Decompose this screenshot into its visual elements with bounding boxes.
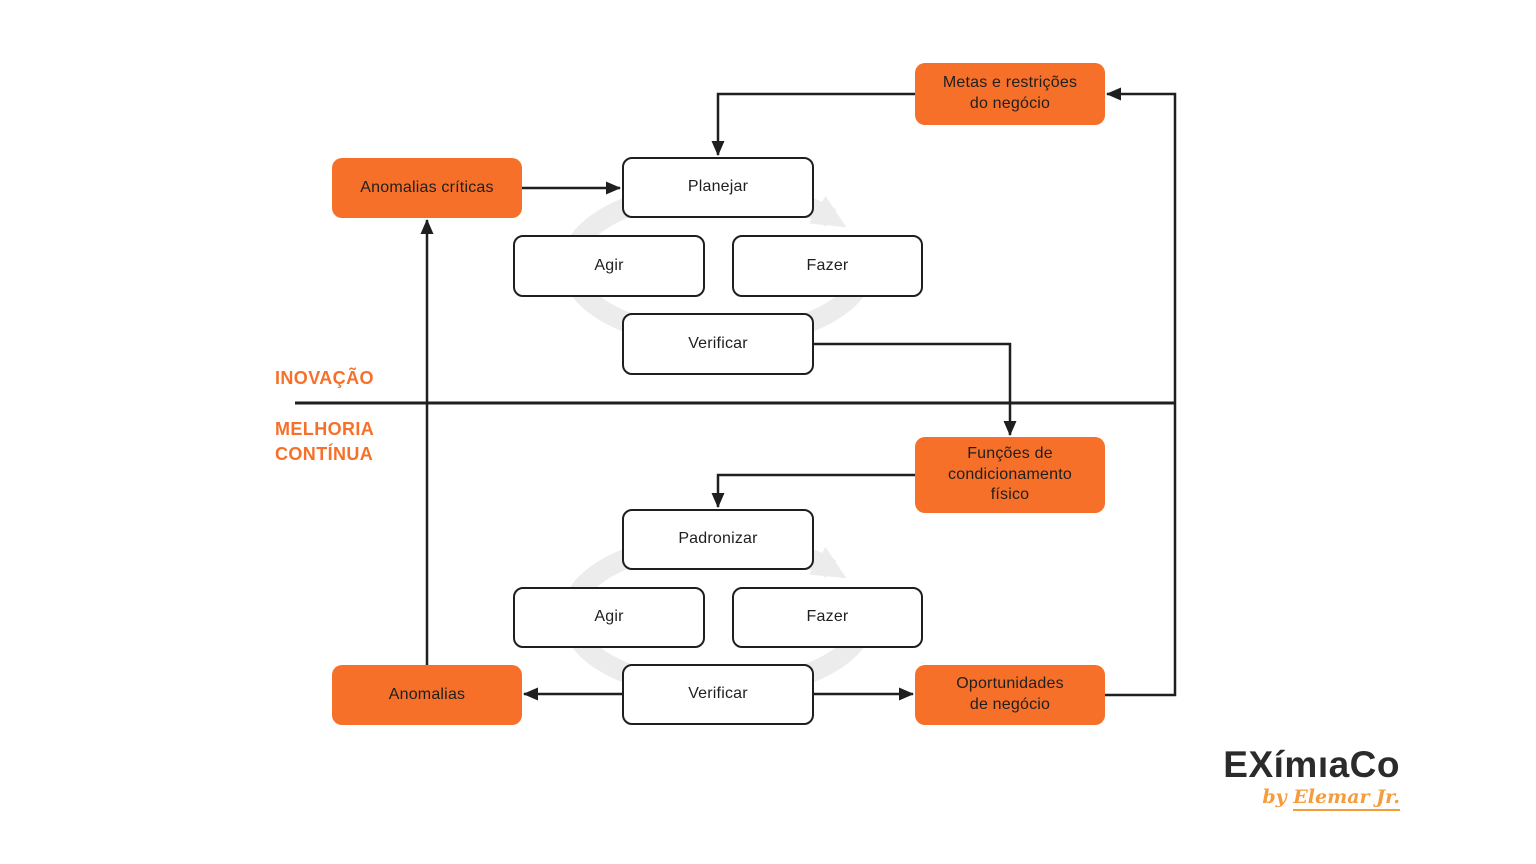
fazer-bottom-label: Fazer: [806, 608, 849, 626]
funcoes-label-line3: físico: [990, 486, 1030, 504]
padronizar-box: Padronizar: [622, 509, 814, 570]
planejar-label: Planejar: [687, 178, 749, 196]
fazer-bottom-box: Fazer: [732, 587, 923, 648]
arrow-metas-to-planejar: [711, 92, 915, 156]
verificar-top-label: Verificar: [688, 334, 748, 352]
arrow-oportunidades-to-metas: [1105, 87, 1177, 697]
funcoes-label-line1: Funções de: [967, 444, 1053, 462]
verificar-bottom-label: Verificar: [688, 685, 748, 703]
eximiaco-byline: by Elemar Jr.: [1223, 785, 1400, 811]
melhoria-label-line1: MELHORIA: [275, 419, 375, 439]
padronizar-label: Padronizar: [678, 530, 758, 548]
anomalias-label: Anomalias: [388, 685, 466, 703]
verificar-bottom-box: Verificar: [622, 664, 814, 725]
agir-bottom-label: Agir: [594, 608, 624, 626]
inovacao-label: INOVAÇÃO: [275, 368, 374, 388]
eximiaco-logo: EXímıaCo by Elemar Jr.: [1223, 744, 1400, 811]
melhoria-label-line2: CONTÍNUA: [275, 444, 374, 464]
anomalias-criticas-label: Anomalias críticas: [360, 178, 494, 196]
metas-restricoes-label-line1: Metas e restrições: [942, 74, 1078, 92]
anomalias-box: Anomalias: [332, 665, 522, 725]
planejar-box: Planejar: [622, 157, 814, 218]
fazer-top-label: Fazer: [806, 256, 849, 274]
anomalias-criticas-box: Anomalias críticas: [332, 158, 522, 218]
agir-bottom-box: Agir: [513, 587, 705, 648]
oportunidades-label-line2: de negócio: [969, 696, 1051, 713]
verificar-top-box: Verificar: [622, 313, 814, 375]
metas-restricoes-label-line2: do negócio: [969, 95, 1051, 112]
arrow-funcoes-to-padronizar: [711, 473, 915, 508]
byline-author-text: Elemar Jr.: [1293, 785, 1400, 811]
agir-top-box: Agir: [513, 235, 705, 297]
byline-by-text: by: [1262, 785, 1287, 808]
arrow-verificar-top-to-funcoes: [814, 342, 1017, 436]
eximiaco-brand-text: EXímıaCo: [1223, 744, 1400, 785]
melhoria-continua-label: MELHORIA CONTÍNUA: [275, 417, 374, 467]
metas-restricoes-box: Metas e restrições do negócio: [915, 63, 1105, 125]
oportunidades-box: Oportunidades de negócio: [915, 665, 1105, 725]
funcoes-condicionamento-box: Funções de condicionamento físico: [915, 437, 1105, 513]
agir-top-label: Agir: [594, 256, 624, 274]
fazer-top-box: Fazer: [732, 235, 923, 297]
oportunidades-label-line1: Oportunidades: [956, 675, 1064, 693]
funcoes-label-line2: condicionamento: [948, 465, 1072, 483]
